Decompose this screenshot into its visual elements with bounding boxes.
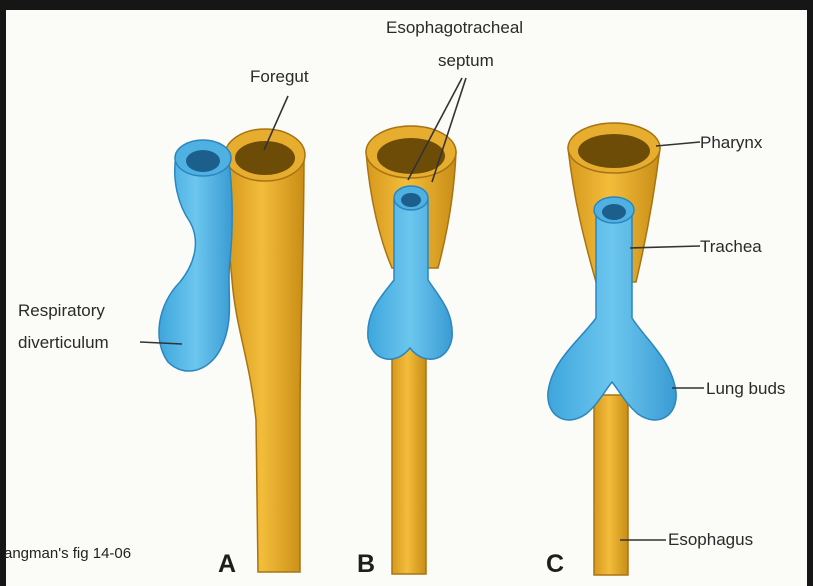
panel-letter-a: A [218,550,236,578]
label-trachea: Trachea [700,237,762,256]
esophagus-b [392,340,426,574]
stage-b-embryo [366,126,456,574]
label-pharynx: Pharynx [700,133,763,152]
trachea-lungbuds-c [548,210,676,420]
label-foregut: Foregut [250,67,309,86]
stage-a-embryo [159,129,305,572]
stage-c-embryo [548,123,676,575]
figure-source: angman's fig 14-06 [4,545,131,562]
pharynx-lumen-b [377,138,445,174]
pharynx-leader [656,142,700,146]
trachea-lumen-c [602,204,626,220]
foregut-tube [227,155,304,572]
trachea-lumen-b [401,193,421,207]
label-respiratory-line1: Respiratory [18,301,105,320]
panel-letter-c: C [546,550,564,578]
panel-letter-b: B [357,550,375,578]
diverticulum-lumen [186,150,220,172]
label-esophagus: Esophagus [668,530,753,549]
esophagus-c [594,395,628,575]
respiratory-diverticulum [159,155,232,371]
label-septum-line1: Esophagotracheal [386,18,523,37]
pharynx-lumen-c [578,134,650,168]
label-respiratory-line2: diverticulum [18,333,109,352]
label-lung-buds: Lung buds [706,379,785,398]
label-septum-line2: septum [438,51,494,70]
